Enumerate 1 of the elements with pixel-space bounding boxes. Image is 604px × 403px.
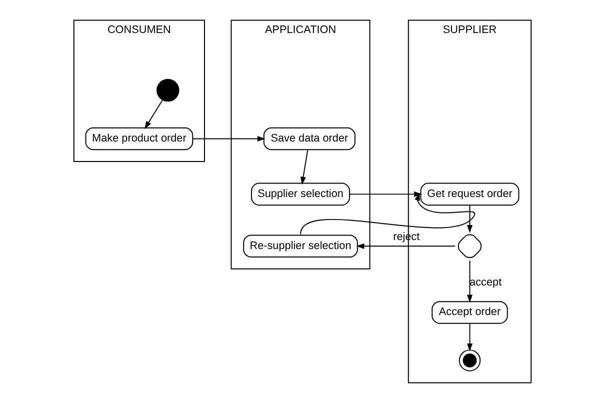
- edge-label: accept: [469, 276, 502, 289]
